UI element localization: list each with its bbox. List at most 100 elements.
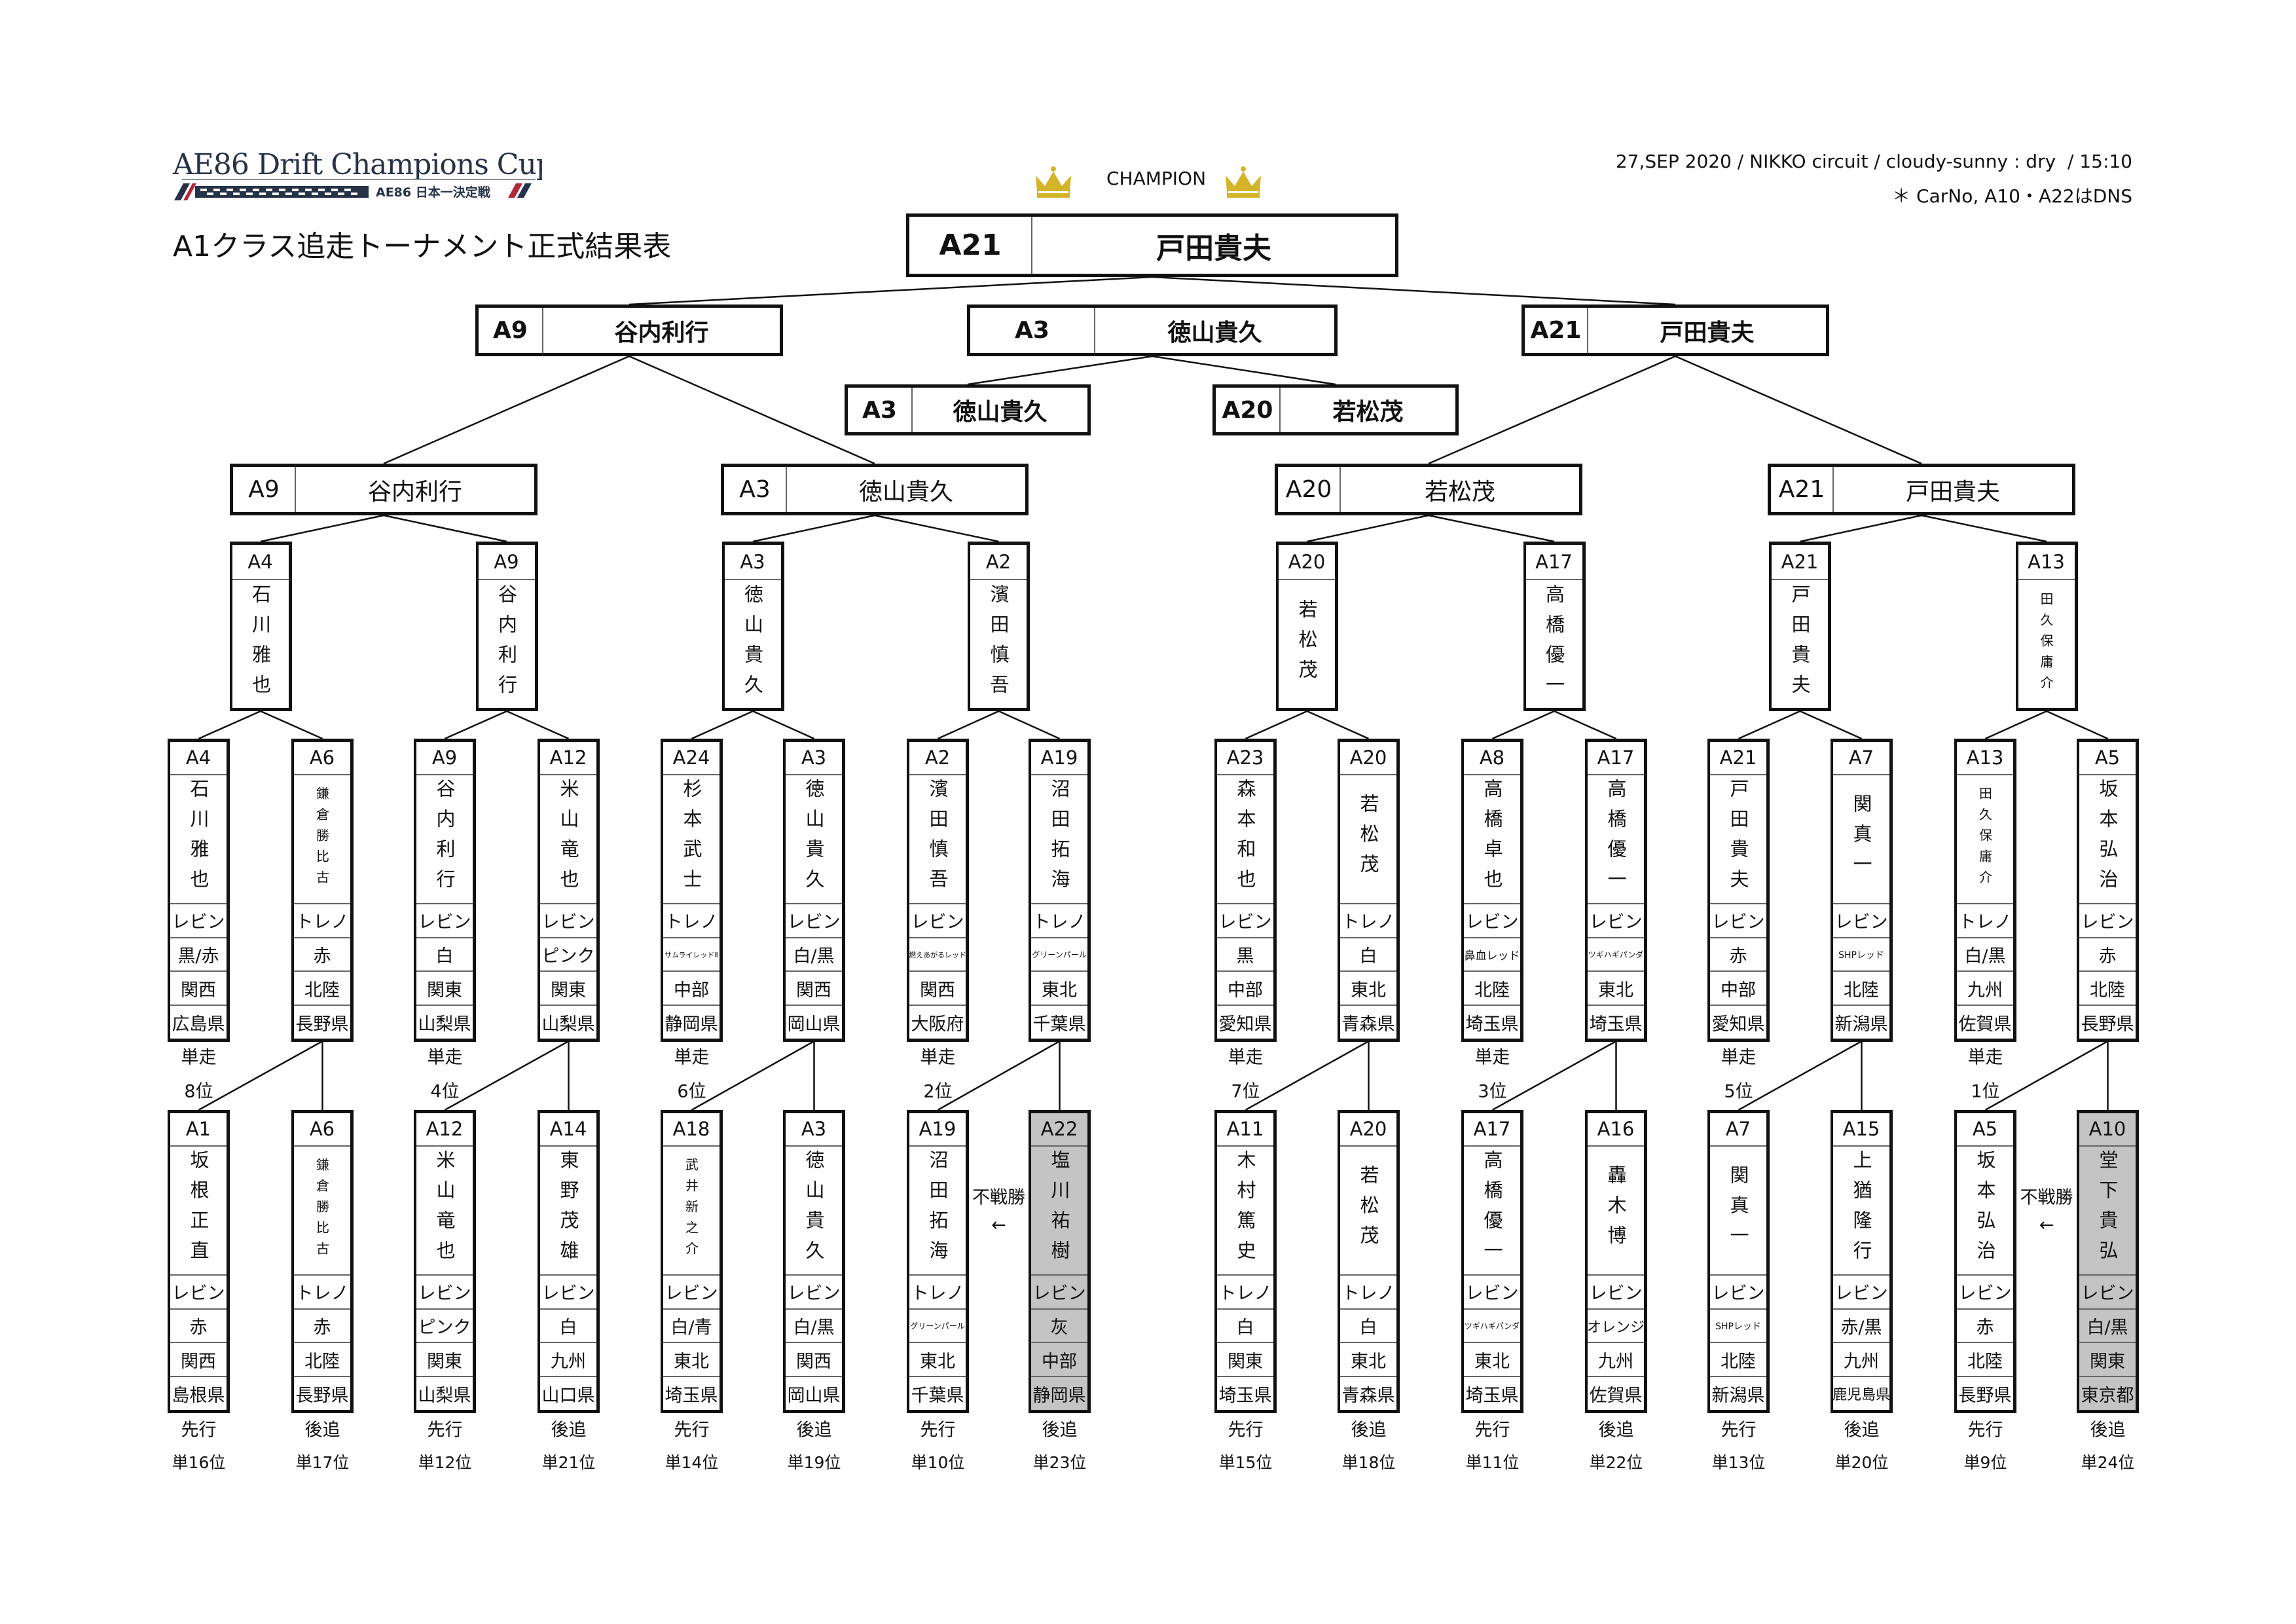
car-model: レビン [1710,904,1766,938]
car-color: 赤 [170,1310,227,1344]
car-color: 白/黒 [2079,1310,2136,1344]
car-number: A20 [1279,545,1335,580]
car-number: A19 [1031,742,1087,775]
region: 東北 [1588,972,1644,1006]
car-number: A17 [1525,545,1582,580]
region: 東北 [1031,972,1087,1006]
seed-rank: 3位 [1478,1081,1507,1102]
seed-label: 単走 [181,1047,217,1068]
seed-label: 単走 [1721,1047,1757,1068]
driver-name: 坂根正直 [170,1147,227,1276]
prefecture: 島根県 [172,1385,225,1406]
car-model: レビン [1031,1276,1087,1310]
seed-rank: 5位 [1724,1081,1753,1102]
car-model: トレノ [1031,904,1087,938]
car-number: A9 [416,742,473,775]
prefecture: 新潟県 [1711,1385,1765,1406]
prefecture: 岡山県 [787,1385,841,1406]
car-color: 白/黒 [1957,938,2013,972]
car-color: 白/黒 [786,938,842,972]
car-number: A21 [1772,545,1828,580]
driver-name: 沼田拓海 [909,1147,966,1276]
car-color: 白 [416,938,473,972]
car-color: 燃えあがるレッド [909,938,966,972]
prefecture: 佐賀県 [1589,1385,1643,1406]
driver-name: 東野茂雄 [540,1147,596,1276]
bracket-connector [1428,355,1676,465]
prefecture: 千葉県 [911,1385,964,1406]
seed-rank: 7位 [1231,1081,1260,1102]
prefecture: 佐賀県 [1958,1014,2012,1035]
car-number: A20 [1340,742,1396,775]
walkover-arrow-icon: ← [2039,1215,2054,1236]
car-color: 赤 [294,1310,350,1344]
repechage-connector [1738,1040,1863,1111]
prefecture: 長野県 [295,1014,349,1035]
car-number: A7 [1710,1113,1766,1147]
run-order-label: 後追 [1042,1420,1078,1441]
region: 関西 [170,1343,227,1378]
region: 中部 [663,972,720,1006]
qualifying-rank: 単23位 [1032,1453,1087,1472]
region: 関東 [416,1343,473,1378]
car-number: A22 [1031,1113,1087,1147]
prefecture: 埼玉県 [1589,1014,1643,1035]
bracket-connector [752,514,875,543]
seed-label: 単走 [674,1047,710,1068]
bracket-connector [629,355,875,465]
qualifying-rank: 単24位 [2081,1453,2135,1472]
car-model: トレノ [1340,904,1396,938]
bracket-connector [1306,710,1370,740]
car-model: レビン [1710,1276,1766,1310]
region: 中部 [1710,972,1766,1006]
qualifying-rank: 単16位 [172,1453,226,1472]
region: 北陸 [1464,972,1520,1006]
car-number: A14 [540,1113,596,1147]
car-model: レビン [1464,1276,1520,1310]
prefecture: 山梨県 [541,1014,595,1035]
car-number: A3 [970,308,1095,353]
bracket-connector [198,710,261,740]
run-order-label: 後追 [1351,1420,1387,1441]
car-number: A4 [232,545,289,580]
region: 関東 [2079,1343,2136,1378]
svg-text:AE86 Drift Champions Cup: AE86 Drift Champions Cup [172,148,542,181]
bracket-connector [629,276,1153,306]
region: 北陸 [1833,972,1889,1006]
driver-name: 鎌倉勝比古 [294,1147,350,1276]
event-info: 27,SEP 2020 / NIKKO circuit / cloudy-sun… [1615,151,2132,172]
car-model: レビン [786,1276,842,1310]
driver-name: 若松茂 [1340,775,1396,904]
car-model: トレノ [909,1276,966,1310]
region: 関東 [416,972,473,1006]
prefecture: 青森県 [1341,1014,1395,1035]
run-order-label: 先行 [920,1420,956,1441]
seed-rank: 8位 [184,1081,213,1102]
region: 関西 [786,1343,842,1378]
car-color: 赤/黒 [1833,1310,1889,1344]
car-number: A13 [1957,742,2013,775]
car-model: レビン [2079,904,2136,938]
car-model: トレノ [1217,1276,1273,1310]
region: 北陸 [2079,972,2136,1006]
car-number: A20 [1278,467,1341,512]
driver-name: 坂本弘治 [2079,775,2136,904]
prefecture: 千葉県 [1032,1014,1086,1035]
car-model: レビン [170,1276,227,1310]
driver-name: 戸田貴夫 [1660,319,1755,346]
driver-name: 徳山貴久 [858,478,953,506]
dns-note: ＊ CarNo, A10・A22はDNS [1892,185,2132,207]
qualifying-rank: 単22位 [1589,1453,1643,1472]
